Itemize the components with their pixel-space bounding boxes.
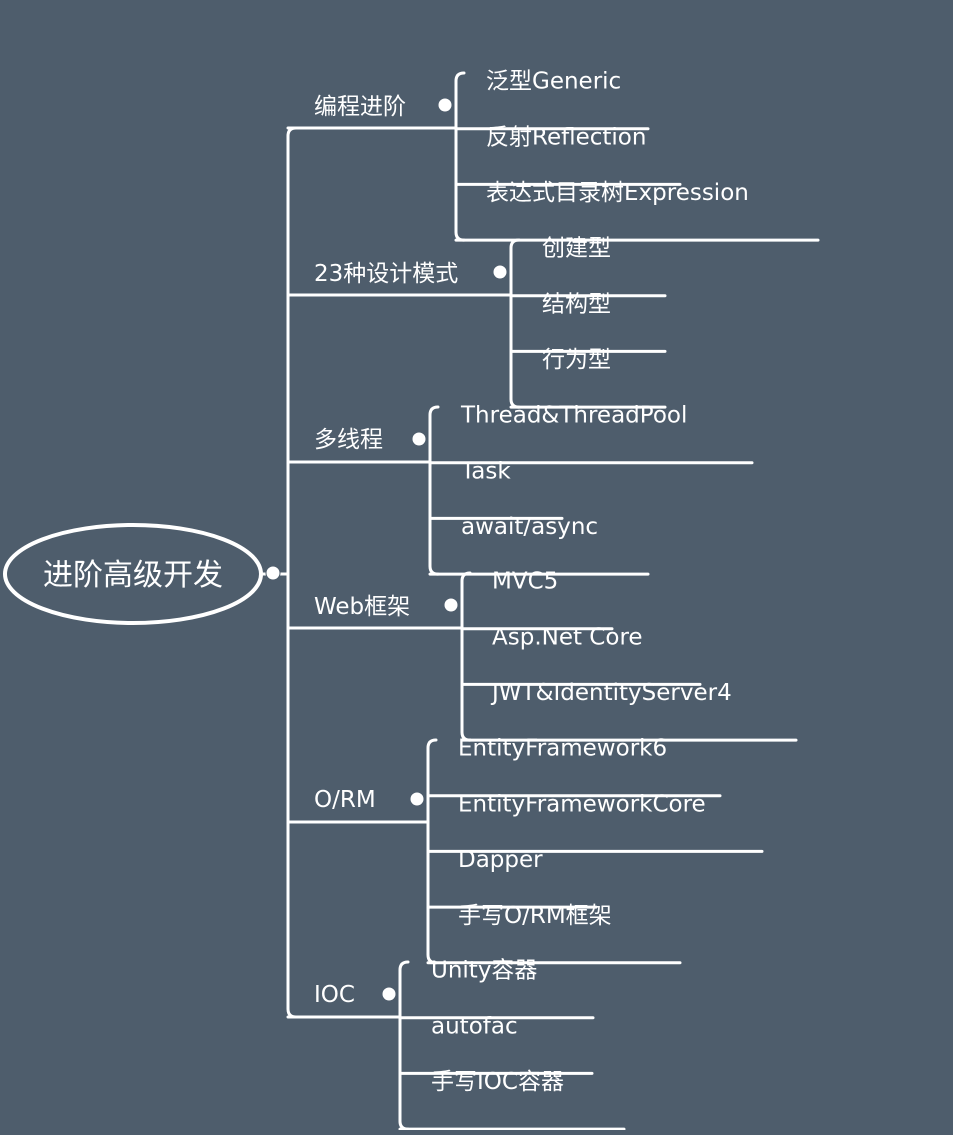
trunk-line — [286, 126, 298, 1019]
leaf-node[interactable]: MVC5 — [460, 569, 614, 631]
leaf-node[interactable]: await/async — [428, 514, 650, 576]
child-stem — [509, 238, 521, 409]
leaf-node[interactable]: 反射Reflection — [454, 124, 682, 186]
leaf-node[interactable]: Dapper — [426, 847, 598, 909]
leaf-label: Asp.Net Core — [492, 624, 643, 650]
root-node[interactable]: 进阶高级开发 — [3, 523, 281, 625]
leaf-label: 反射Reflection — [486, 124, 646, 150]
leaf-node[interactable]: JWT&IdentityServer4 — [460, 680, 798, 742]
child-stem — [460, 571, 472, 742]
leaf-node[interactable]: EntityFrameworkCore — [426, 791, 764, 853]
leaf-node[interactable]: 结构型 — [509, 291, 667, 353]
leaf-node[interactable]: 行为型 — [509, 347, 667, 409]
leaf-node[interactable]: EntityFramework6 — [426, 736, 722, 798]
root-ellipse — [3, 523, 263, 625]
leaf-label: EntityFramework6 — [458, 736, 667, 762]
child-stem — [454, 71, 466, 242]
branch-label: O/RM — [314, 787, 376, 813]
leaf-label: 行为型 — [542, 347, 611, 373]
leaf-label: 创建型 — [542, 236, 611, 262]
leaf-node[interactable]: autofac — [398, 1013, 594, 1075]
branch-node[interactable]: IOC Unity容器 autofac 手写IOC容器 — [286, 958, 626, 1131]
leaf-label: Thread&ThreadPool — [460, 403, 687, 429]
leaf-label: Dapper — [458, 847, 543, 873]
leaf-node[interactable]: 手写O/RM框架 — [426, 903, 682, 965]
collapse-icon[interactable] — [443, 597, 459, 613]
leaf-node[interactable]: 表达式目录树Expression — [454, 180, 820, 242]
leaf-node[interactable]: Unity容器 — [398, 958, 595, 1020]
leaf-label: 手写O/RM框架 — [458, 903, 612, 929]
collapse-icon[interactable] — [411, 431, 427, 447]
root-collapse-icon[interactable] — [265, 565, 281, 581]
leaf-label: Unity容器 — [431, 958, 537, 984]
leaf-label: EntityFrameworkCore — [458, 791, 706, 817]
collapse-icon[interactable] — [381, 986, 397, 1002]
leaf-label: 手写IOC容器 — [431, 1069, 564, 1095]
collapse-icon[interactable] — [437, 97, 453, 113]
leaf-label: MVC5 — [492, 569, 558, 595]
leaf-label: 表达式目录树Expression — [486, 180, 749, 206]
branch-label: 多线程 — [314, 427, 383, 453]
child-stem — [398, 960, 410, 1131]
leaf-label: 结构型 — [542, 291, 611, 317]
leaf-node[interactable]: Task — [428, 458, 564, 520]
leaf-node[interactable]: 创建型 — [509, 236, 667, 298]
root-label: 进阶高级开发 — [43, 558, 223, 593]
branch-label: 编程进阶 — [314, 94, 406, 120]
branch-node[interactable]: 编程进阶 泛型Generic 反射Reflection 表达式目录树Expressio… — [286, 69, 820, 242]
collapse-icon[interactable] — [409, 791, 425, 807]
leaf-label: autofac — [431, 1013, 518, 1039]
leaf-node[interactable]: 泛型Generic — [454, 69, 650, 131]
branch-label: 23种设计模式 — [314, 261, 458, 287]
branches: 编程进阶 泛型Generic 反射Reflection 表达式目录树Expressio… — [286, 69, 820, 1131]
leaf-node[interactable]: Thread&ThreadPool — [428, 403, 754, 465]
leaf-node[interactable]: 手写IOC容器 — [398, 1069, 626, 1131]
child-stem — [428, 405, 440, 576]
branch-label: IOC — [314, 982, 355, 1008]
collapse-icon[interactable] — [492, 264, 508, 280]
branch-node[interactable]: O/RM EntityFramework6EntityFrameworkCoreD… — [286, 736, 764, 965]
leaf-label: 泛型Generic — [486, 69, 621, 95]
leaf-node[interactable]: Asp.Net Core — [460, 624, 702, 686]
branch-label: Web框架 — [314, 594, 410, 620]
leaf-label: Task — [460, 458, 511, 484]
leaf-label: JWT&IdentityServer4 — [490, 680, 732, 706]
leaf-label: await/async — [461, 514, 598, 540]
